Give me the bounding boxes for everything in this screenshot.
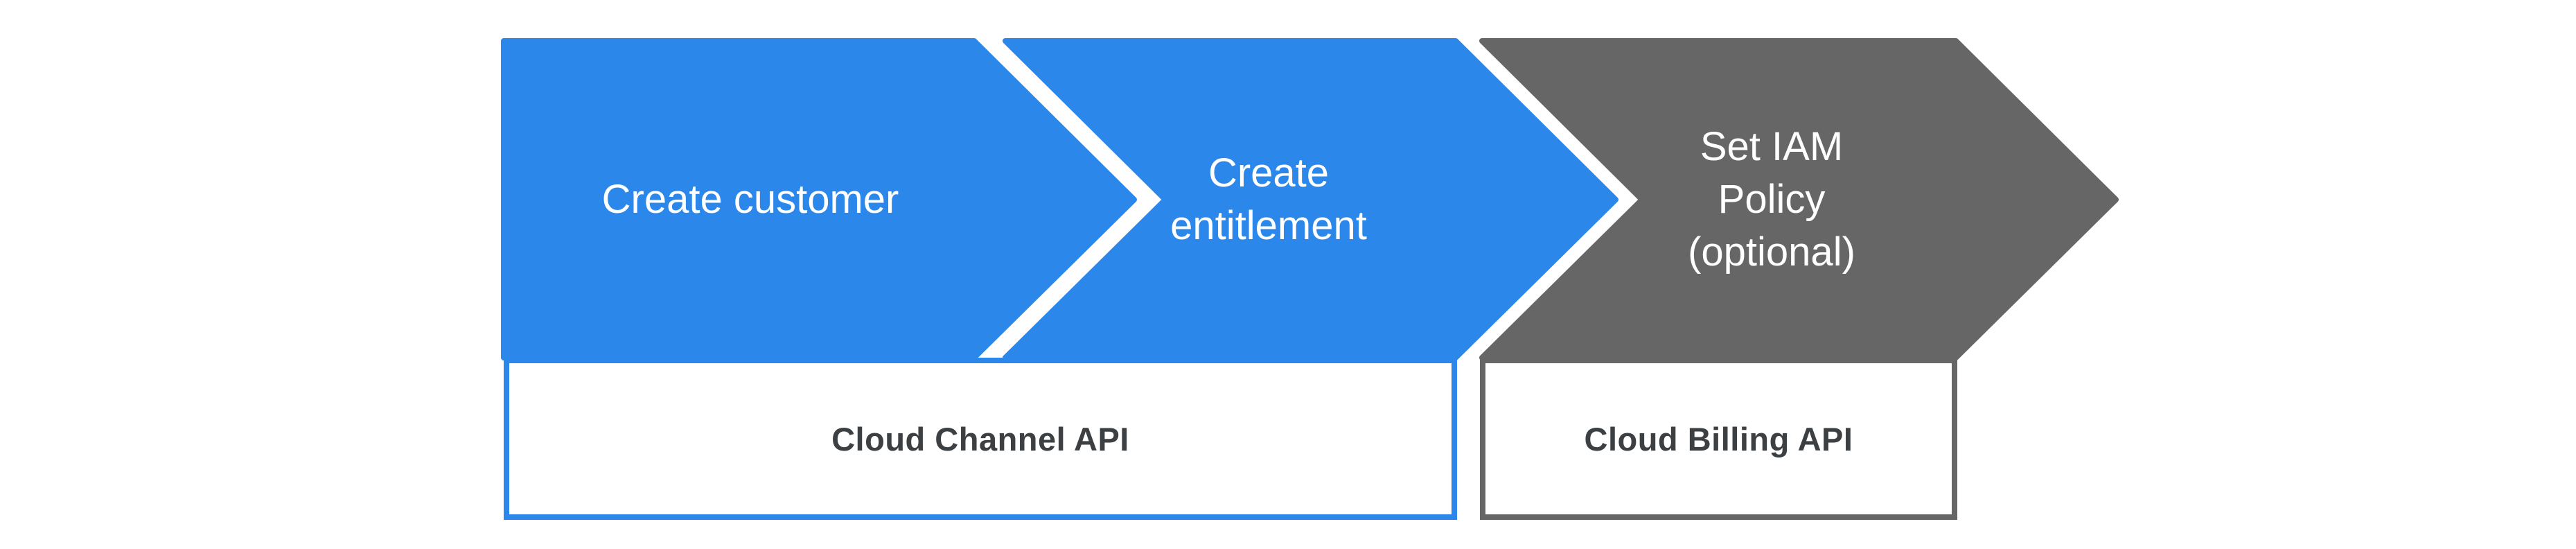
cloud-billing-api-box: Cloud Billing API [1480, 358, 1957, 520]
cloud-channel-api-label: Cloud Channel API [831, 420, 1129, 458]
cloud-billing-api-label: Cloud Billing API [1584, 420, 1853, 458]
create-customer-arrow [501, 38, 1137, 360]
cloud-channel-api-box: Cloud Channel API [504, 358, 1457, 520]
